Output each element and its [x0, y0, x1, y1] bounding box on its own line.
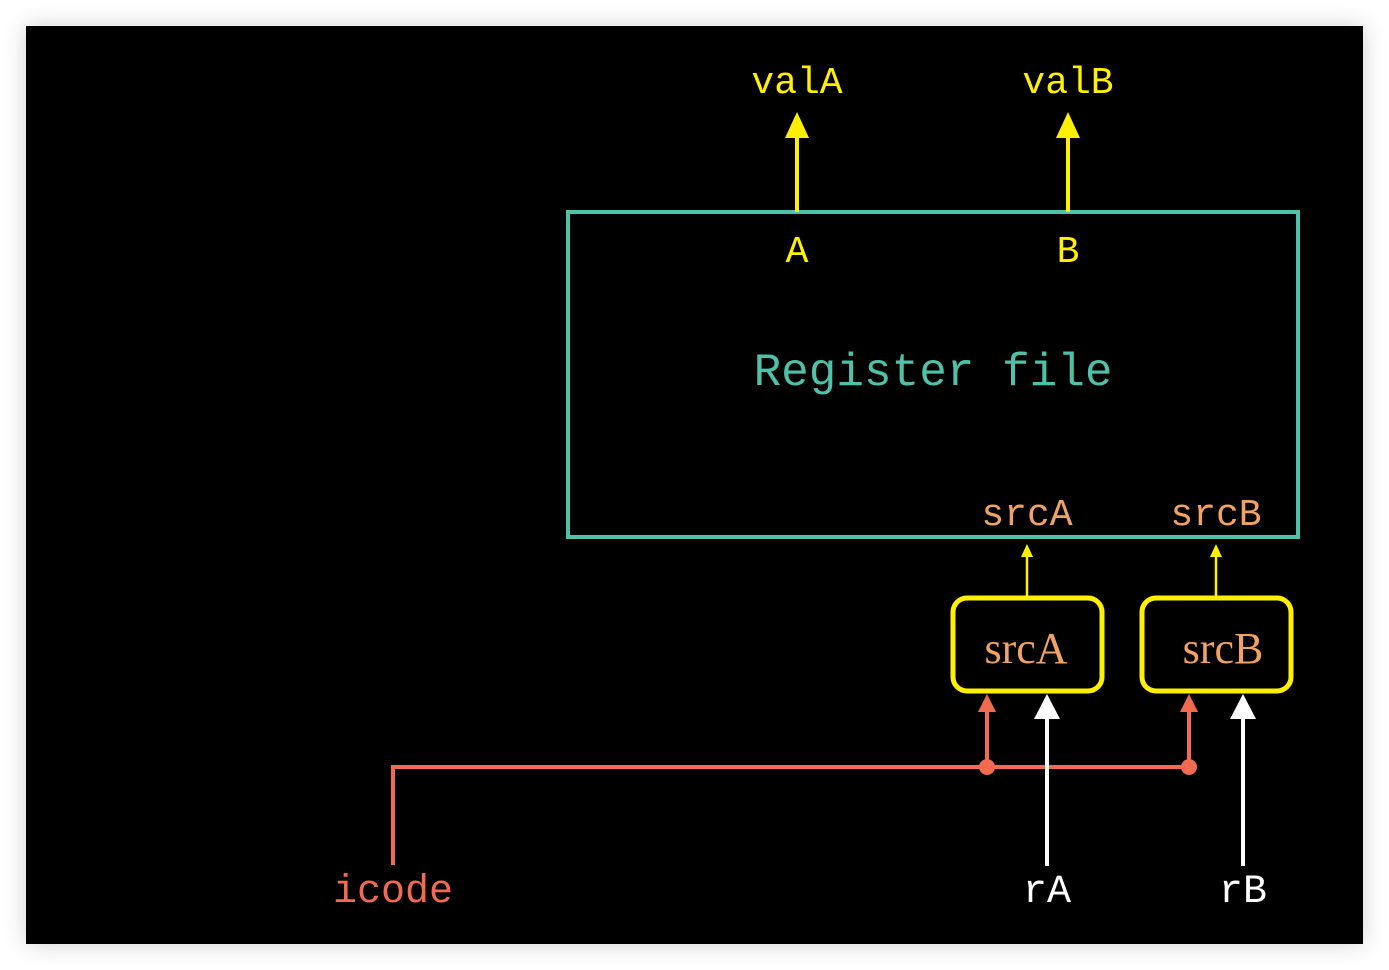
rA-input [1034, 694, 1060, 866]
srcA-block-label: srcA [984, 624, 1067, 673]
srcB-logic-block: srcB [1139, 595, 1294, 694]
output-valB: valB B [1022, 62, 1113, 274]
port-B-label: B [1057, 231, 1080, 274]
rA-arrowhead-icon [1034, 694, 1060, 719]
valB-label: valB [1022, 62, 1113, 105]
valA-arrowhead-icon [785, 112, 809, 138]
icode-srcB-arrowhead-icon [1180, 694, 1198, 712]
srcB-block-label: srcB [1183, 624, 1264, 673]
srcB-block-box [1139, 595, 1294, 694]
icode-label: icode [333, 870, 453, 915]
icode-wiring [391, 694, 1198, 865]
junction-dot-srcB [1181, 759, 1197, 775]
port-srcA-label: srcA [981, 494, 1072, 537]
valB-arrowhead-icon [1056, 112, 1080, 138]
srcB-arrowhead-icon [1210, 544, 1222, 557]
diagram-canvas: Register file valA A valB B srcA srcB sr… [26, 26, 1363, 944]
output-valA: valA A [751, 62, 842, 274]
junction-dot-srcA [979, 759, 995, 775]
srcA-logic-block: srcA [950, 595, 1105, 694]
icode-srcA-arrowhead-icon [978, 694, 996, 712]
register-file-diagram: Register file valA A valB B srcA srcB sr… [333, 62, 1300, 915]
rB-input [1230, 694, 1256, 866]
register-file-label: Register file [754, 347, 1113, 399]
srcA-arrowhead-icon [1021, 544, 1033, 557]
port-A-label: A [786, 231, 809, 274]
rA-label: rA [1023, 870, 1071, 915]
rB-arrowhead-icon [1230, 694, 1256, 719]
srcA-block-box [950, 595, 1105, 694]
icode-wire [391, 765, 1189, 865]
rB-label: rB [1219, 870, 1267, 915]
port-srcB-label: srcB [1170, 494, 1261, 537]
valA-label: valA [751, 62, 842, 105]
register-file-box [566, 210, 1300, 539]
